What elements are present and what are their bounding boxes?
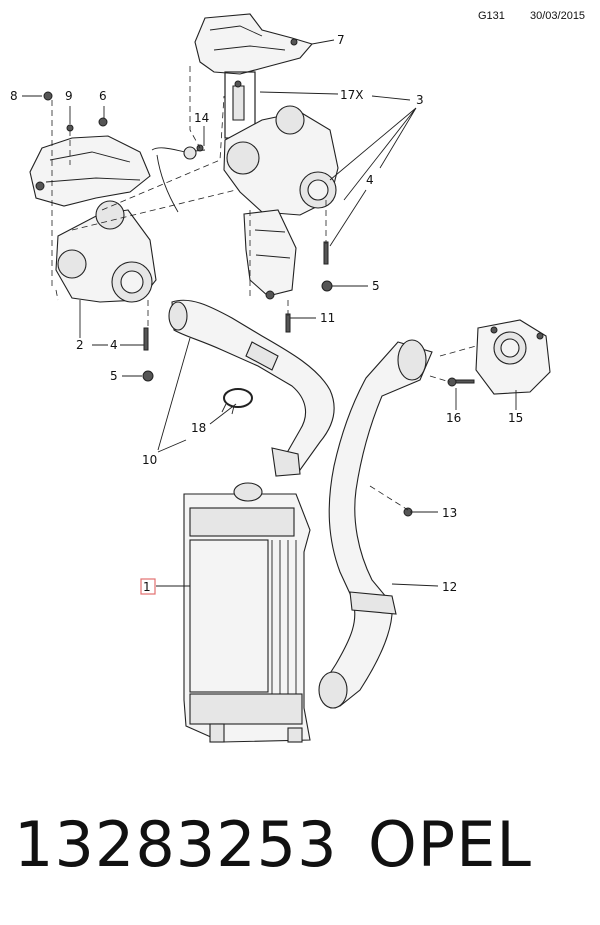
heat-shield-left <box>29 135 151 207</box>
throttle-body <box>475 319 551 395</box>
callout-5-lower: 5 <box>110 369 118 383</box>
diagram-date: 30/03/2015 <box>530 10 586 22</box>
diagram-code: G131 <box>478 10 505 22</box>
callout-12: 12 <box>442 580 457 594</box>
callout-13: 13 <box>442 506 457 520</box>
callout-15: 15 <box>508 411 523 425</box>
parts-diagram: 1 2 3 4 4 5 5 6 7 8 9 10 11 12 13 14 15 … <box>10 13 551 743</box>
callout-1-highlight <box>140 578 156 595</box>
callout-16: 16 <box>446 411 461 425</box>
turbo-housing-left <box>55 200 157 303</box>
fasteners <box>43 91 475 517</box>
assembly-lines <box>51 66 477 511</box>
callout-8: 8 <box>10 89 18 103</box>
brand-name: OPEL <box>368 808 532 881</box>
callout-11: 11 <box>320 311 335 325</box>
turbocharger <box>223 105 339 300</box>
callout-10: 10 <box>142 453 157 467</box>
callout-1: 1 <box>143 580 151 594</box>
callout-4-upper: 4 <box>366 173 374 187</box>
callout-14: 14 <box>194 111 209 125</box>
heat-shield-upper <box>194 13 313 75</box>
callout-2: 2 <box>76 338 84 352</box>
callout-7: 7 <box>337 33 345 47</box>
callout-3: 3 <box>416 93 424 107</box>
charge-air-hose-upper <box>168 299 335 477</box>
part-number: 13283253 <box>14 808 338 881</box>
callout-9: 9 <box>65 89 73 103</box>
callout-17x: 17X <box>340 88 364 102</box>
intercooler <box>183 482 311 743</box>
callout-5-upper: 5 <box>372 279 380 293</box>
callout-4-lower: 4 <box>110 338 118 352</box>
oil-feed-pipe <box>151 146 206 213</box>
callout-18: 18 <box>191 421 206 435</box>
leader-lines <box>22 39 517 587</box>
charge-air-hose-lower <box>318 339 433 709</box>
callout-6: 6 <box>99 89 107 103</box>
hose-clamp <box>221 388 253 415</box>
